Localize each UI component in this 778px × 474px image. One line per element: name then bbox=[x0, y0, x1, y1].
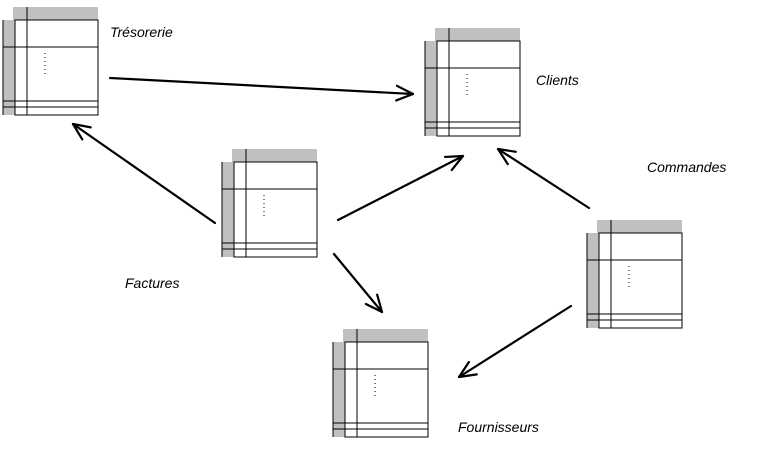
arrow-factures-to-clients bbox=[336, 154, 465, 222]
arrow-tresorerie-to-clients bbox=[108, 76, 415, 102]
table-icon-clients bbox=[424, 28, 521, 137]
arrow-commandes-to-fournisseurs bbox=[457, 304, 573, 379]
label-factures: Factures bbox=[125, 275, 180, 291]
table-icon-tresorerie bbox=[2, 7, 99, 116]
table-icon-commandes bbox=[586, 220, 683, 329]
arrow-factures-to-tresorerie bbox=[71, 122, 217, 225]
arrow-factures-to-fournisseurs bbox=[332, 252, 384, 314]
label-clients: Clients bbox=[536, 72, 579, 88]
arrow-commandes-to-clients bbox=[496, 147, 591, 210]
table-icon-factures bbox=[221, 149, 318, 258]
label-commandes: Commandes bbox=[647, 159, 727, 175]
label-fournisseurs: Fournisseurs bbox=[458, 419, 539, 435]
label-tresorerie: Trésorerie bbox=[110, 24, 173, 40]
tables-layer bbox=[2, 7, 683, 438]
table-icon-fournisseurs bbox=[332, 329, 429, 438]
arrows-layer bbox=[71, 76, 591, 379]
